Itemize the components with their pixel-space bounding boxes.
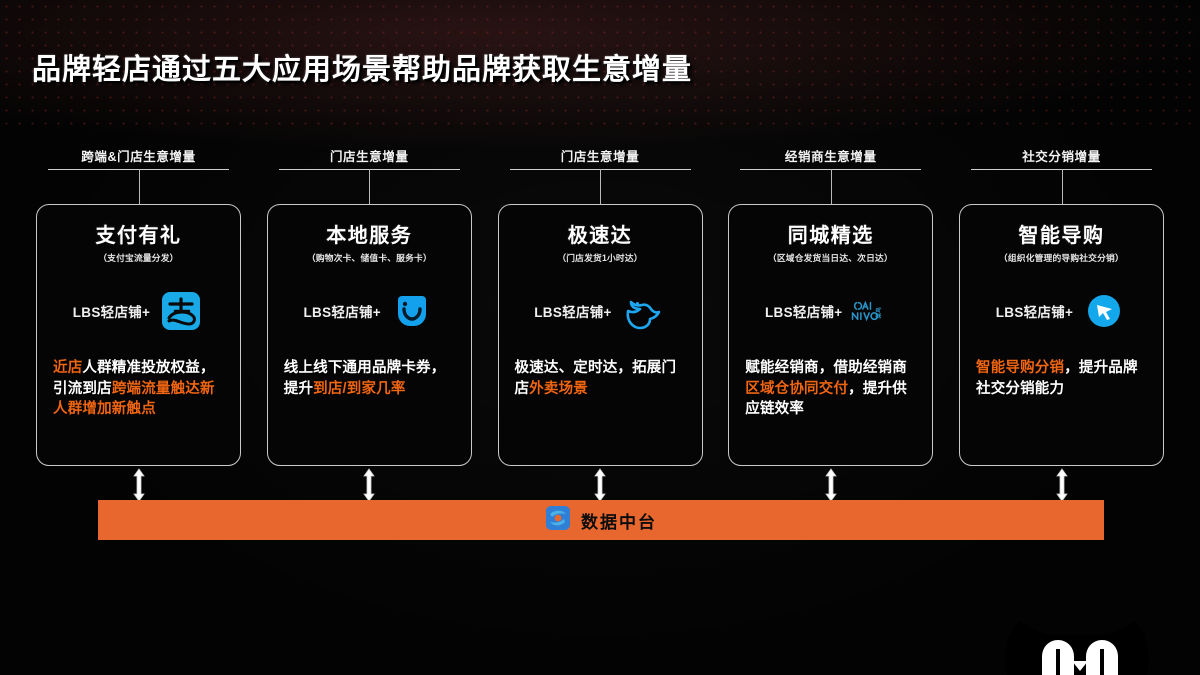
description-highlight: 智能导购分销: [976, 360, 1065, 376]
double-arrow-connector: [267, 468, 472, 502]
scenario-column-2: 门店生意增量本地服务 （购物次卡、储值卡、服务卡） LBS轻店铺+ 线上线下通用品牌…: [266, 146, 472, 476]
column-header: 跨端&门店生意增量: [36, 146, 241, 204]
scenario-card-description: 智能导购分销，提升品牌社交分销能力: [972, 358, 1151, 399]
column-header-stem: [600, 169, 601, 204]
scenario-card-subtitle: （组织化管理的导购社交分销）: [999, 253, 1124, 263]
data-platform-label: 数据中台: [581, 512, 657, 532]
description-text: ，提升供应链效率: [745, 380, 907, 418]
scenario-card-description: 赋能经销商，借助经销商区域仓协同交付，提升供应链效率: [741, 358, 920, 420]
scenario-card[interactable]: 本地服务 （购物次卡、储值卡、服务卡） LBS轻店铺+ 线上线下通用品牌卡券，提升到…: [266, 204, 472, 466]
description-text: 人群精准投放权益，引流到店: [53, 360, 215, 397]
scenario-columns: 跨端&门店生意增量支付有礼 （支付宝流量分发） LBS轻店铺+ 近店人群精准投放权益…: [36, 146, 1164, 476]
scenario-card-description: 线上线下通用品牌卡券，提升到店/到家几率: [280, 358, 459, 399]
description-text: 线上线下通用品牌卡券，提升: [283, 360, 446, 397]
scenario-card-subtitle: （购物次卡、储值卡、服务卡）: [306, 253, 432, 263]
lbs-capability-label: LBS轻店铺+: [303, 305, 381, 320]
column-header: 经销商生意增量: [728, 146, 933, 204]
column-header-label: 门店生意增量: [560, 150, 640, 164]
scenario-card-description: 极速达、定时达，拓展门店外卖场景: [511, 358, 690, 399]
scenario-card-title: 支付有礼: [95, 225, 182, 247]
double-arrow-connector: [498, 468, 703, 502]
lbs-capability-row: LBS轻店铺+: [280, 290, 459, 332]
data-platform-icon: [545, 505, 571, 536]
column-header-label: 经销商生意增量: [784, 150, 877, 164]
column-header-label: 跨端&门店生意增量: [81, 150, 196, 164]
column-header-label: 社交分销增量: [1022, 150, 1101, 164]
smart-guide-logo: [1081, 290, 1127, 332]
background-dot-grid: [0, 0, 1200, 130]
description-text: 赋能经销商，借助经销商: [745, 360, 907, 376]
tmall-cat-logo: [990, 613, 1160, 675]
scenario-card-subtitle: （门店发货1小时达）: [557, 253, 643, 263]
description-text: 极速达、定时达，拓展门店: [514, 360, 677, 397]
column-header: 社交分销增量: [959, 146, 1164, 204]
double-arrow-connector: [36, 468, 241, 502]
scenario-card[interactable]: 智能导购 （组织化管理的导购社交分销） LBS轻店铺+ 智能导购分销，提升品牌社交分…: [959, 204, 1164, 466]
column-header-stem: [830, 169, 832, 204]
scenario-card-title: 智能导购: [1018, 225, 1105, 247]
data-platform-bar: 数据中台: [98, 500, 1104, 540]
description-text: ，提升品牌社交分销能力: [976, 360, 1138, 397]
page-title: 品牌轻店通过五大应用场景帮助品牌获取生意增量: [32, 54, 693, 86]
scenario-card-subtitle: （区域仓发货当日达、次日达）: [768, 253, 894, 263]
lbs-capability-row: LBS轻店铺+: [511, 290, 690, 332]
scenario-card-title: 极速达: [567, 225, 633, 247]
scenario-column-4: 经销商生意增量同城精选 （区域仓发货当日达、次日达） LBS轻店铺+ 菜鸟 赋能经销…: [728, 146, 934, 476]
scenario-card-description: 近店人群精准投放权益，引流到店跨端流量触达新人群增加新触点: [49, 358, 228, 420]
scenario-card[interactable]: 同城精选 （区域仓发货当日达、次日达） LBS轻店铺+ 菜鸟 赋能经销商，借助经销商…: [728, 204, 934, 466]
column-header: 门店生意增量: [267, 146, 472, 204]
lbs-capability-row: LBS轻店铺+: [49, 290, 228, 332]
scenario-column-1: 跨端&门店生意增量支付有礼 （支付宝流量分发） LBS轻店铺+ 近店人群精准投放权益…: [36, 146, 241, 476]
scenario-card-title: 同城精选: [787, 225, 874, 247]
scenario-column-5: 社交分销增量智能导购 （组织化管理的导购社交分销） LBS轻店铺+ 智能导购分销，提…: [959, 146, 1164, 476]
scenario-card-title: 本地服务: [326, 225, 413, 247]
lbs-capability-row: LBS轻店铺+ 菜鸟: [741, 290, 920, 332]
cainiao-logo: 菜鸟: [850, 290, 896, 332]
column-header-stem: [1061, 169, 1063, 204]
column-header-stem: [138, 169, 140, 204]
lbs-capability-label: LBS轻店铺+: [995, 305, 1074, 320]
lbs-capability-row: LBS轻店铺+: [972, 290, 1151, 332]
column-header-label: 门店生意增量: [329, 150, 409, 164]
scenario-card[interactable]: 支付有礼 （支付宝流量分发） LBS轻店铺+ 近店人群精准投放权益，引流到店跨端流量…: [36, 204, 241, 466]
column-header-stem: [369, 169, 371, 204]
description-highlight: 到店/到家几率: [313, 380, 406, 397]
alipay-logo: [158, 290, 204, 332]
scenario-card-subtitle: （支付宝流量分发）: [98, 253, 179, 263]
eleme-bird-logo: [620, 290, 666, 332]
description-highlight: 跨端流量触达新人群增加新触点: [53, 380, 215, 418]
scenario-card[interactable]: 极速达 （门店发货1小时达） LBS轻店铺+ 极速达、定时达，拓展门店外卖场景: [497, 204, 703, 466]
lbs-capability-label: LBS轻店铺+: [765, 305, 843, 320]
description-highlight: 区域仓协同交付: [745, 380, 849, 397]
connector-arrows-row: [36, 468, 1164, 502]
double-arrow-connector: [728, 468, 933, 502]
description-highlight: 外卖场景: [529, 380, 589, 397]
double-arrow-connector: [959, 468, 1164, 502]
svg-text:菜鸟: 菜鸟: [875, 307, 883, 320]
scenario-column-3: 门店生意增量极速达 （门店发货1小时达） LBS轻店铺+ 极速达、定时达，拓展门店外…: [497, 146, 703, 476]
koubei-logo: [389, 290, 435, 332]
background-glow: [0, 0, 1200, 170]
lbs-capability-label: LBS轻店铺+: [72, 305, 151, 320]
column-header: 门店生意增量: [498, 146, 703, 204]
lbs-capability-label: LBS轻店铺+: [534, 305, 612, 320]
description-highlight: 近店: [53, 360, 83, 376]
